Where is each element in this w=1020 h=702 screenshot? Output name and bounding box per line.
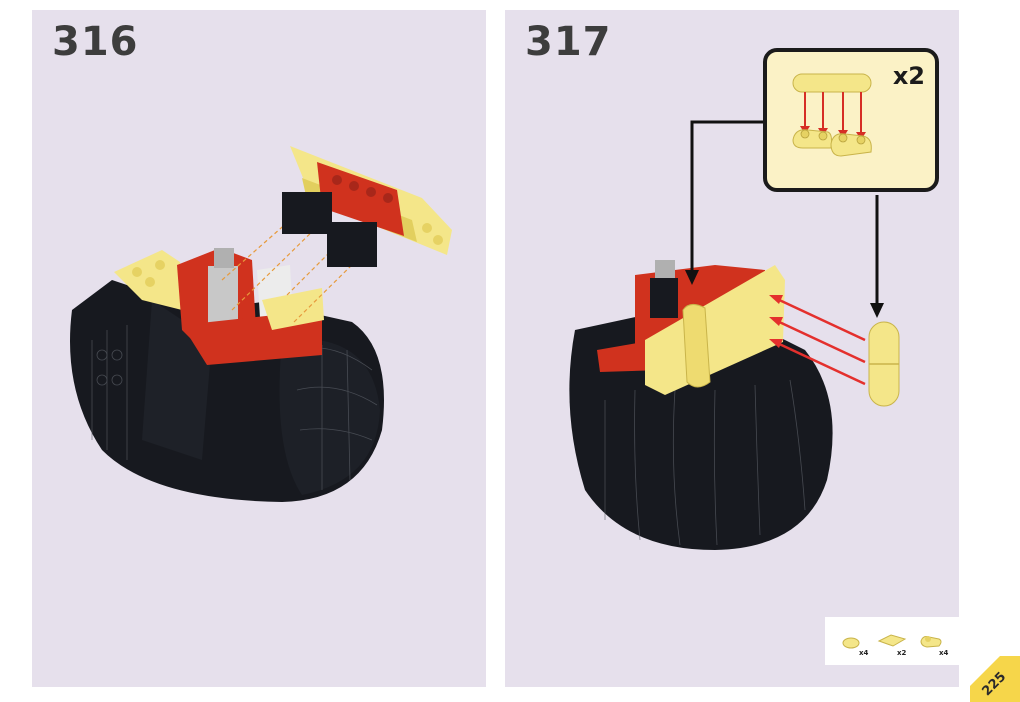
subassembly-callout: x2 [763,48,939,192]
yellow-round-tile [868,321,900,407]
page-number-badge: 225 [970,656,1020,702]
step-number: 317 [525,19,612,65]
yellow-side-plate [645,265,785,395]
red-brick-stack [177,248,324,365]
yellow-plate-subassembly [282,146,452,267]
page-badge-shape: 225 [970,656,1020,702]
yellow-corner-plate [114,250,182,310]
red-placement-arrows [774,296,866,386]
callout-subassembly-illustration [792,73,872,157]
callout-pointer-arrowheads [685,270,884,318]
yellow-flat-tile-icon [877,634,907,647]
yellow-round-tile-icon [842,637,860,649]
parts-list: x4 x2 x4 [825,617,959,665]
black-helmet-body [569,315,833,550]
part-quantity: x2 [897,649,907,657]
part-quantity: x4 [939,649,949,657]
red-arrowheads [769,295,783,348]
step-317-model-illustration [569,120,900,550]
step-316-panel: 316 [32,10,486,687]
step-316-model-illustration [70,146,452,502]
callout-pointer-arrows [690,120,879,305]
callout-quantity: x2 [892,62,925,90]
yellow-plate-with-studs-icon [920,636,942,648]
step-317-panel: 317 [505,10,959,687]
step-number: 316 [52,19,139,65]
part-quantity: x4 [859,649,869,657]
